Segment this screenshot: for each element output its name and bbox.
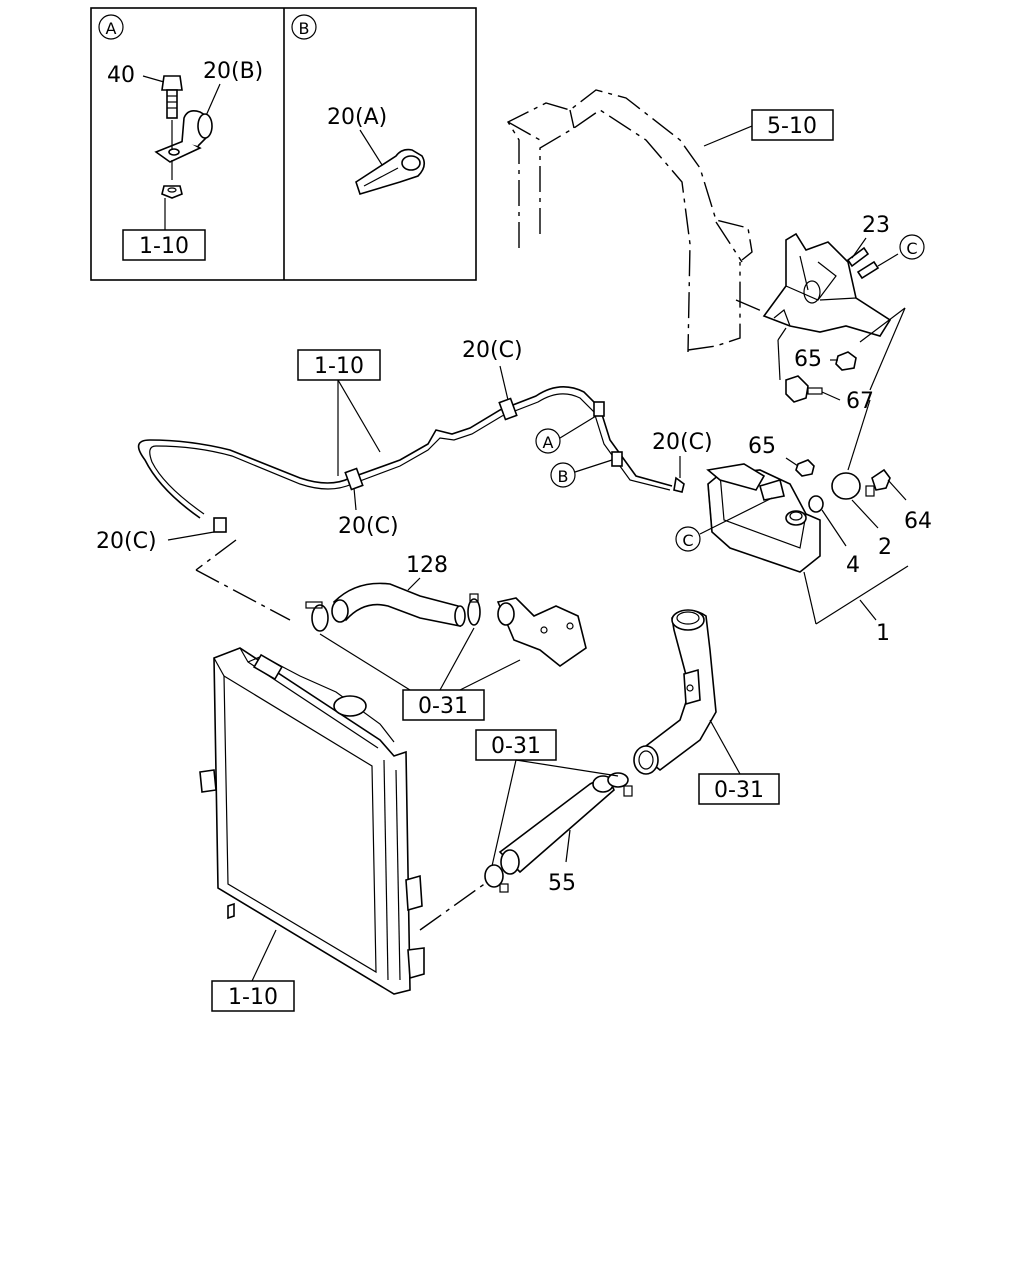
ref-5-10: 5-10 — [767, 114, 817, 139]
label-20a: 20(A) — [327, 105, 387, 130]
label-1: 1 — [876, 621, 890, 646]
nut-65-bracket-icon — [835, 351, 857, 371]
ref-0-31-upper: 0-31 — [418, 694, 468, 719]
hose-clamp-upper-right-icon — [467, 593, 481, 626]
label-20c-left: 20(C) — [96, 529, 157, 554]
frame-bracket: 5-10 — [507, 89, 834, 353]
overflow-hose — [137, 386, 685, 533]
inset-detail-box: A 40 20(B) — [90, 7, 477, 281]
label-20c-top: 20(C) — [462, 338, 523, 363]
water-pipe-icon — [633, 609, 717, 775]
cap-2-icon — [831, 472, 861, 500]
inset-panel-a: A 40 20(B) — [98, 14, 263, 261]
lower-radiator-hose-icon — [498, 775, 615, 875]
label-4: 4 — [846, 553, 860, 578]
clip-20a-icon — [355, 148, 426, 195]
hose-clamp-lower-top-icon — [607, 772, 633, 797]
bolt-23-icon — [846, 246, 880, 280]
upper-radiator-hose-icon — [331, 582, 466, 627]
tank-mounting-bracket — [762, 232, 892, 337]
ref-0-31-pipe: 0-31 — [714, 778, 764, 803]
label-23: 23 — [862, 213, 890, 238]
marker-c-bracket: C — [906, 239, 917, 258]
bolt-67-icon — [785, 375, 823, 403]
marker-b: B — [558, 467, 569, 486]
thermostat-housing-icon — [496, 597, 587, 667]
label-128: 128 — [406, 553, 448, 578]
inset-b-marker: B — [299, 19, 310, 38]
gasket-4-icon — [808, 495, 824, 513]
nut-65-tank-icon — [795, 459, 815, 477]
hose-clamp-upper-left-icon — [305, 601, 329, 632]
bolt-64-icon — [865, 468, 891, 497]
hose-clamp-lower-bottom-icon — [484, 864, 509, 893]
ref-0-31-lower-left: 0-31 — [491, 734, 541, 759]
marker-c-tank: C — [682, 531, 693, 550]
label-20b: 20(B) — [203, 59, 263, 84]
nut-icon — [161, 185, 183, 199]
ref-1-10-radiator: 1-10 — [228, 985, 278, 1010]
label-65-bracket: 65 — [794, 347, 822, 372]
bolt-40-icon — [161, 75, 183, 119]
label-2: 2 — [878, 535, 892, 560]
marker-a: A — [543, 433, 554, 452]
label-20c-mid: 20(C) — [338, 514, 399, 539]
clip-20b-icon — [154, 110, 213, 163]
label-64: 64 — [904, 509, 932, 534]
label-20c-right: 20(C) — [652, 430, 713, 455]
reservoir-tank-icon — [706, 463, 821, 573]
ref-1-10-hose: 1-10 — [314, 354, 364, 379]
inset-a-marker: A — [106, 19, 117, 38]
label-40: 40 — [107, 63, 135, 88]
label-65-tank: 65 — [748, 434, 776, 459]
radiator-icon — [199, 647, 425, 995]
inset-panel-b: B 20(A) — [291, 14, 426, 195]
label-55: 55 — [548, 871, 576, 896]
ref-1-10-inset: 1-10 — [139, 234, 189, 259]
